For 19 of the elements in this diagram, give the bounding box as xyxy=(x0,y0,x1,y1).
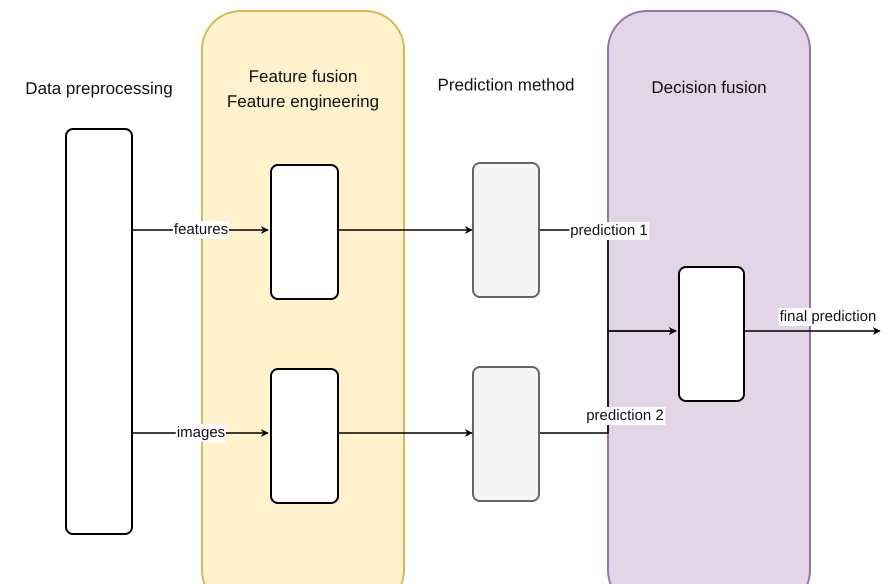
edge-label: images xyxy=(176,424,226,442)
edge-label: prediction 1 xyxy=(569,222,649,240)
arrow xyxy=(337,226,473,234)
edge-label: features xyxy=(172,221,230,239)
heading-text: Decision fusion xyxy=(651,77,767,99)
heading-text: Data preprocessing xyxy=(25,79,173,98)
arrow xyxy=(540,327,677,434)
edge-label: final prediction xyxy=(778,308,878,326)
process-box xyxy=(678,266,745,402)
arrow xyxy=(337,429,473,437)
process-box xyxy=(270,368,339,504)
process-box xyxy=(270,164,339,300)
edge-label: prediction 2 xyxy=(585,407,665,425)
arrow xyxy=(743,327,881,335)
heading-text: Feature engineering xyxy=(226,91,380,113)
process-box xyxy=(472,162,540,298)
process-box xyxy=(472,366,540,502)
column-heading: Prediction method xyxy=(437,74,575,96)
heading-text: Feature fusion xyxy=(248,66,358,88)
